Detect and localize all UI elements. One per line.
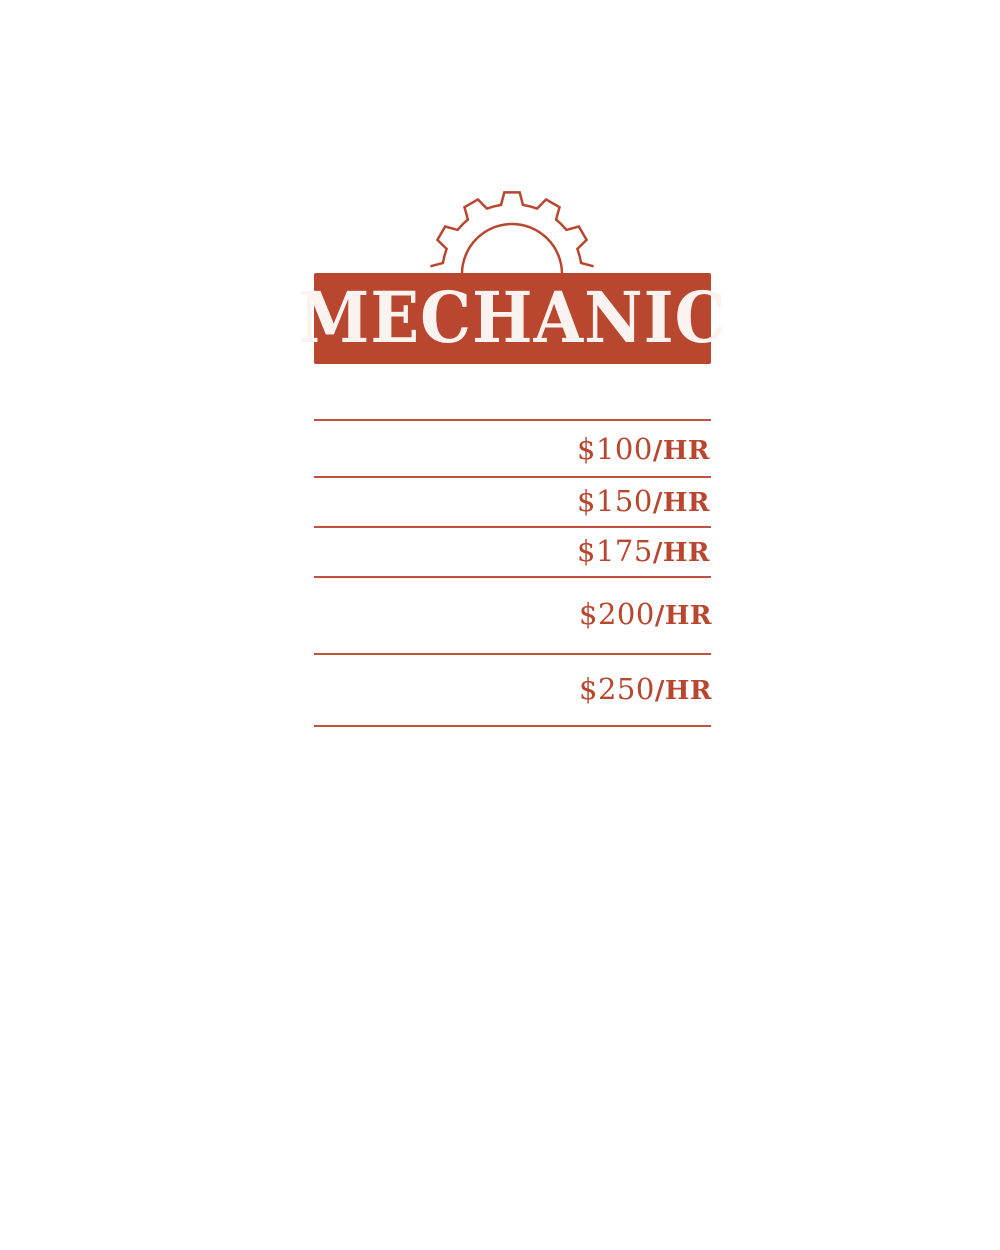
rate-5: $250/HR <box>579 672 712 706</box>
rate-4: $200/HR <box>579 597 712 631</box>
divider <box>314 725 711 727</box>
rate-3: $175/HR <box>577 534 710 568</box>
divider <box>314 576 711 578</box>
divider <box>314 526 711 528</box>
title: MECHANIC <box>298 277 727 360</box>
divider <box>314 653 711 655</box>
rate-2: $150/HR <box>577 484 710 518</box>
divider <box>314 476 711 478</box>
title-banner: MECHANIC <box>298 273 726 364</box>
gear-icon <box>430 191 594 274</box>
rate-1: $100/HR <box>577 432 710 466</box>
divider <box>314 419 711 421</box>
